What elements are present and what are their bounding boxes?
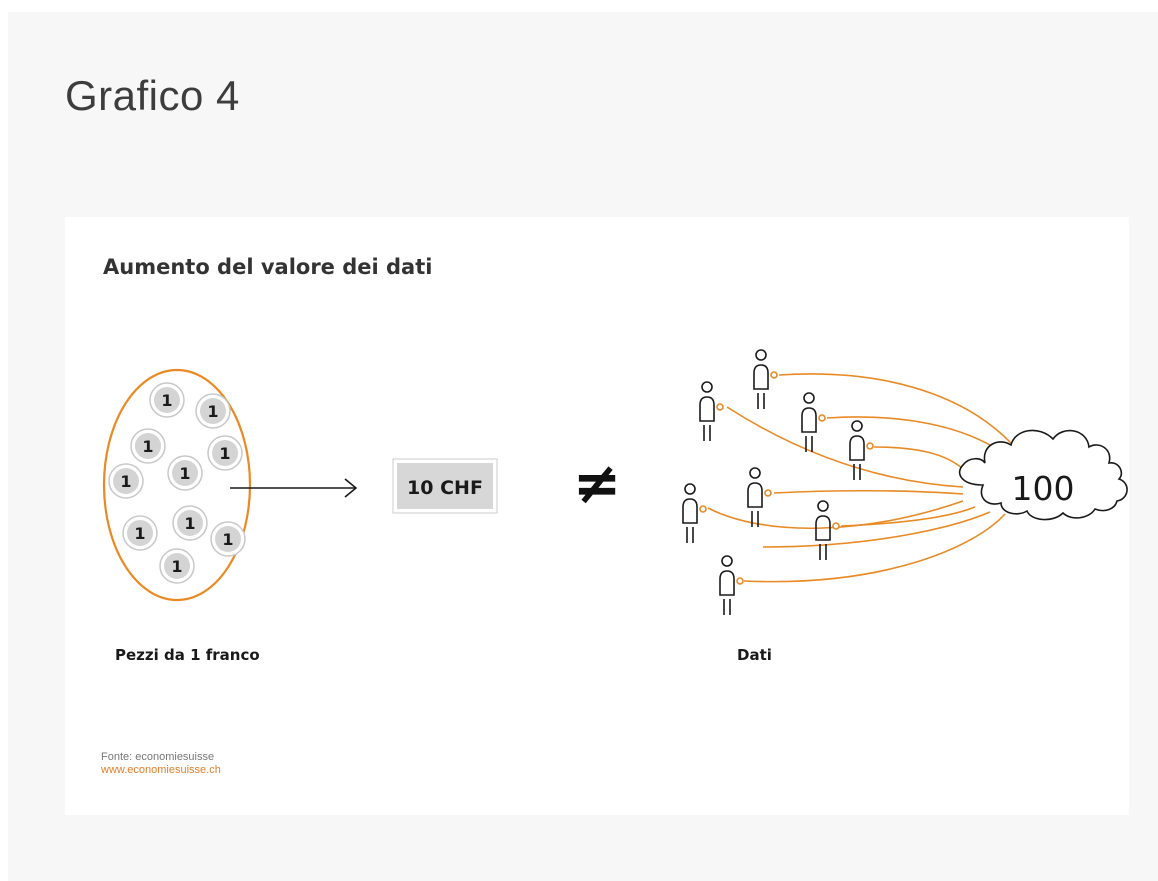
connection-line [726, 406, 964, 488]
coin-icon: 1 [122, 515, 158, 551]
coin-icon: 1 [149, 382, 185, 418]
coin-label: 1 [184, 514, 195, 533]
coin-icon: 1 [108, 463, 144, 499]
connection-line [743, 513, 1006, 583]
figure-title: Aumento del valore dei dati [103, 255, 433, 279]
not-equal-icon: ≠ [573, 449, 622, 517]
coin-label: 1 [179, 464, 190, 483]
connection-line [762, 511, 991, 548]
connection-line [840, 506, 976, 527]
chf-label: 10 CHF [407, 477, 483, 499]
person-icon [815, 500, 840, 560]
coin-label: 1 [134, 524, 145, 543]
connection-line [707, 500, 964, 530]
person-icon [747, 467, 772, 527]
coin-label: 1 [222, 530, 233, 549]
connection-line [826, 416, 1004, 454]
coin-label: 1 [161, 391, 172, 410]
page-title: Grafico 4 [65, 72, 240, 119]
person-icon [753, 349, 778, 409]
coin-icon: 1 [130, 428, 166, 464]
source-link[interactable]: www.economiesuisse.ch [101, 764, 221, 776]
coin-icon: 1 [159, 548, 195, 584]
cloud-value: 100 [1012, 469, 1075, 508]
coin-icon: 1 [195, 393, 231, 429]
people-group [682, 349, 874, 615]
person-icon [699, 381, 724, 441]
coin-icon: 1 [172, 505, 208, 541]
coins-oval [102, 368, 252, 602]
connection-line [778, 373, 1024, 458]
connection-lines [707, 373, 1024, 583]
person-icon [719, 555, 744, 615]
cloud-icon [958, 429, 1128, 521]
coin-label: 1 [171, 557, 182, 576]
chf-box [397, 463, 493, 509]
coin-label: 1 [207, 402, 218, 421]
data-caption: Dati [737, 646, 772, 664]
coin-icon: 1 [210, 521, 246, 557]
source-text: Fonte: economiesuisse [101, 751, 215, 763]
coin-icon: 1 [167, 455, 203, 491]
coin-icon: 1 [207, 435, 243, 471]
coin-label: 1 [120, 472, 131, 491]
coin-label: 1 [219, 444, 230, 463]
person-icon [849, 420, 874, 480]
arrow-head-icon [344, 478, 358, 498]
connection-line [773, 489, 964, 495]
person-icon [801, 392, 826, 452]
coins-caption: Pezzi da 1 franco [115, 646, 260, 664]
source-block: Fonte: economiesuisse www.economiesuisse… [101, 751, 221, 777]
chf-box-border [392, 458, 498, 514]
connection-line [873, 446, 964, 470]
person-icon [682, 483, 707, 543]
coin-label: 1 [142, 437, 153, 456]
